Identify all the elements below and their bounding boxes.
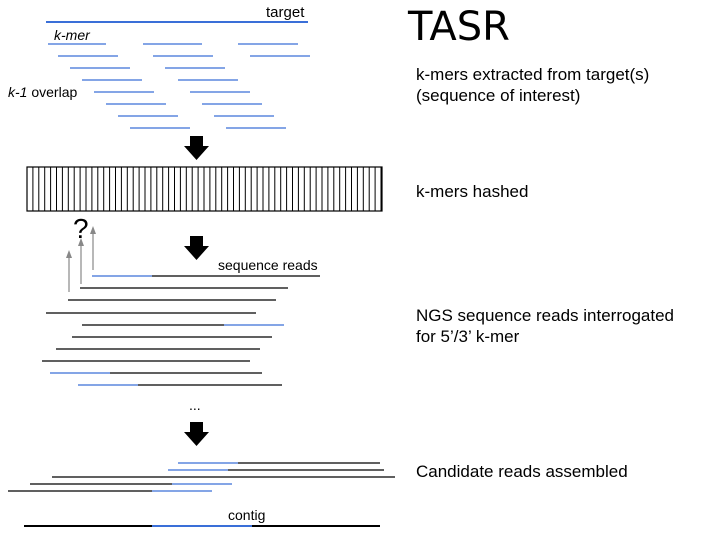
kmer-label: k-mer — [54, 27, 91, 43]
kmer-segments — [48, 43, 310, 129]
down-arrow-icon — [184, 422, 209, 446]
down-arrow-icon — [184, 136, 209, 160]
page-title: TASR — [408, 4, 510, 50]
lookup-arrow-head — [66, 250, 72, 258]
step-description-interrogated: NGS sequence reads interrogated for 5’/3… — [416, 306, 674, 346]
down-arrow-icon — [184, 236, 209, 260]
step-description-hashed: k-mers hashed — [416, 182, 529, 201]
step-description-extract: k-mers extracted from target(s) (sequenc… — [416, 65, 650, 105]
target-label: target — [266, 4, 305, 21]
overlap-label-rest: overlap — [27, 84, 77, 100]
lookup-arrow-head — [90, 226, 96, 234]
overlap-label-italic: k-1 — [8, 84, 27, 100]
step-description-assembled: Candidate reads assembled — [416, 462, 628, 481]
sequence-reads-label: sequence reads — [218, 257, 318, 273]
contig-label: contig — [228, 507, 265, 523]
lookup-arrows — [66, 226, 96, 292]
question-mark: ? — [73, 213, 89, 244]
sequence-reads — [42, 275, 320, 386]
hash-table-cells — [32, 167, 382, 211]
assembled-reads — [8, 462, 395, 492]
lookup-arrow-head — [78, 238, 84, 246]
ellipsis: ... — [189, 397, 201, 413]
overlap-label: k-1 overlap — [8, 84, 77, 100]
